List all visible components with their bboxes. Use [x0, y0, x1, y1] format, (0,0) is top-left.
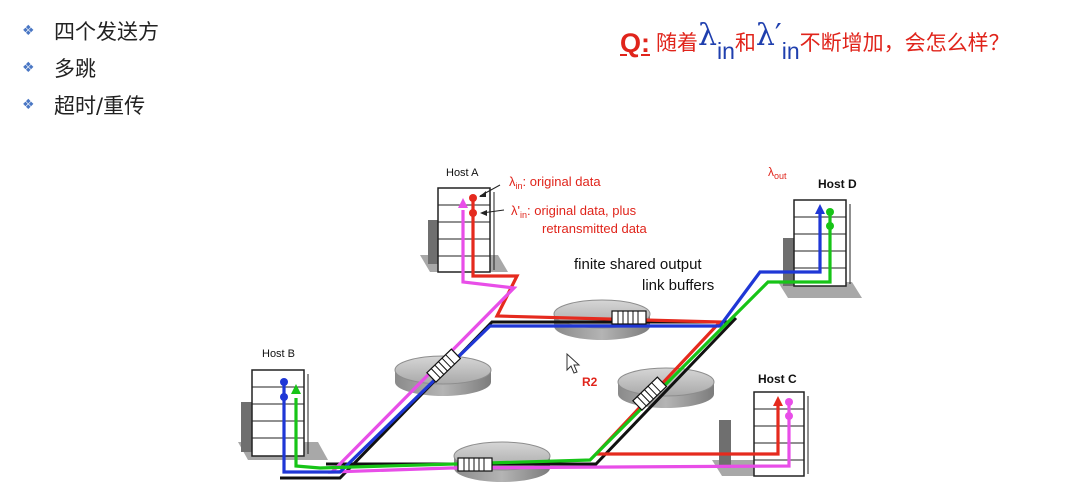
svg-text:λout: λout: [768, 165, 787, 181]
bullet-text: 超时/重传: [54, 93, 146, 118]
mouse-cursor-icon: [566, 352, 581, 374]
question-part-1: 随着: [656, 31, 698, 55]
bullet-text: 四个发送方: [54, 19, 159, 44]
question-part-2: 和: [734, 31, 756, 55]
svg-text:λ'in: original data, plus: λ'in: original data, plus: [511, 203, 637, 220]
lambda-prime-symbol: λ′: [755, 18, 782, 53]
question-prefix: Q:: [620, 28, 650, 58]
buffer-label-line-2: link buffers: [642, 277, 714, 294]
diamond-bullet-icon: ❖: [22, 22, 35, 39]
lambda-prime-subscript: in: [520, 210, 527, 220]
bullet-item: ❖ 超时/重传: [22, 86, 159, 123]
lambda-subscript: in: [717, 38, 735, 64]
question-text: Q: 随着 λ in 和 λ′ in 不断增加，会怎么样？: [620, 21, 1010, 65]
diamond-bullet-icon: ❖: [22, 59, 35, 76]
lambda-prime-description-2: retransmitted data: [542, 221, 648, 236]
bullet-item: ❖ 多跳: [22, 49, 159, 86]
flow-green: [294, 212, 832, 470]
svg-text:λin: original data: λin: original data: [509, 174, 601, 191]
output-buffer-icon: [611, 310, 647, 325]
lambda-out-symbol: λ: [768, 165, 774, 179]
lambda-subscript: in: [516, 181, 523, 191]
flow-blue: [282, 208, 822, 474]
host-c-label: Host C: [758, 372, 797, 386]
question-part-3: 不断增加，会怎么样？: [799, 31, 1010, 55]
lambda-out-legend: λout: [768, 165, 787, 181]
router-r2-label: R2: [582, 375, 598, 389]
output-buffer-icon: [457, 457, 493, 472]
output-buffer-icon: [426, 348, 462, 383]
router-icon: [617, 367, 715, 408]
lambda-in-description: : original data: [523, 174, 602, 189]
lambda-in-legend: λin: original data: [509, 174, 601, 191]
flow-red: [471, 196, 780, 456]
bullet-list: ❖ 四个发送方 ❖ 多跳 ❖ 超时/重传: [22, 12, 159, 123]
output-buffer-icon: [632, 376, 668, 411]
lambda-prime-subscript: in: [781, 38, 800, 64]
host-c-computer-icon: [712, 391, 809, 477]
host-d-label: Host D: [818, 177, 857, 191]
lambda-out-subscript: out: [774, 171, 787, 181]
bullet-item: ❖ 四个发送方: [22, 12, 159, 49]
host-a-label: Host A: [446, 167, 479, 179]
flow-endpoints: [280, 184, 834, 420]
lambda-prime-in-legend: λ'in: original data, plus retransmitted …: [511, 203, 648, 236]
lambda-prime-description-1: : original data, plus: [527, 203, 637, 218]
host-b-label: Host B: [262, 348, 295, 360]
lambda-symbol: λ: [509, 174, 516, 189]
lambda-symbol: λ: [698, 18, 718, 53]
buffer-label-line-1: finite shared output: [574, 256, 702, 273]
bullet-text: 多跳: [54, 56, 96, 81]
lambda-prime-symbol: λ': [511, 203, 520, 218]
diamond-bullet-icon: ❖: [22, 96, 35, 113]
